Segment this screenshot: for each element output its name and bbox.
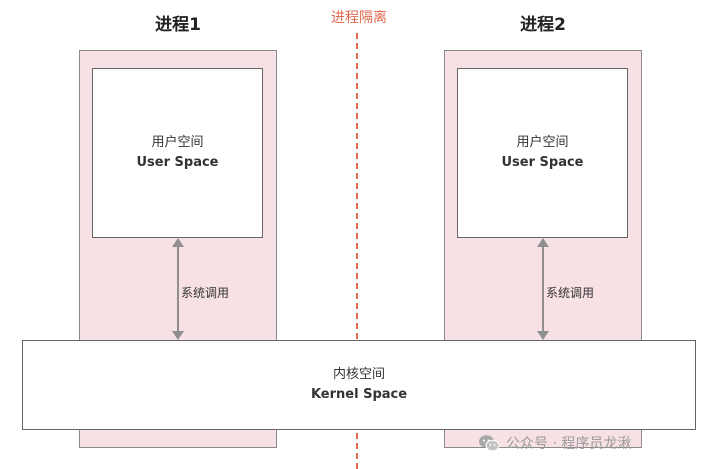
process-2-syscall-label: 系统调用 [546,286,595,300]
user-space-label-zh: 用户空间 [151,135,204,150]
process-2-user-space: 用户空间 User Space [457,68,628,238]
kernel-space-label-zh: 内核空间 [332,367,385,382]
process-2-title: 进程2 [520,15,566,35]
kernel-space-label-en: Kernel Space [310,387,408,402]
watermark-text: 公众号 · 程序员龙湫 [506,436,632,452]
watermark: 公众号 · 程序员龙湫 [478,432,631,454]
user-space-label-en: User Space [136,155,219,170]
user-space-label-en: User Space [501,155,584,170]
process-1-title: 进程1 [155,15,201,35]
isolation-divider [356,33,358,469]
process-1-syscall-label: 系统调用 [181,286,230,300]
process-1-syscall-arrow [172,238,184,340]
user-space-label-zh: 用户空间 [516,135,569,150]
wechat-icon [479,435,500,452]
process-2-syscall-arrow [537,238,549,340]
process-1-user-space: 用户空间 User Space [92,68,263,238]
kernel-space-box: 内核空间 Kernel Space [22,340,696,430]
isolation-label: 进程隔离 [331,10,387,26]
